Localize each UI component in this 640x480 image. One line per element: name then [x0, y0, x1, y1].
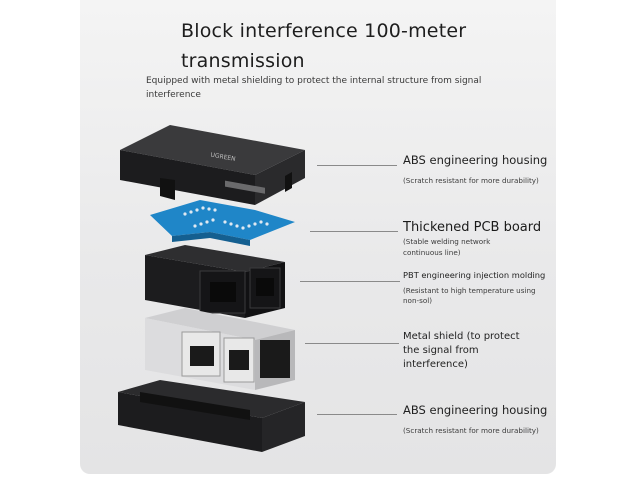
callout-pbt-note-1: (Resistant to high temperature using	[403, 286, 536, 295]
callout-pbt-note-2: non-sol)	[403, 296, 433, 305]
bottom-housing	[118, 380, 305, 452]
subtitle-line-1: Equipped with metal shielding to protect…	[146, 76, 482, 86]
title-line-2: transmission	[181, 50, 305, 72]
leader-line-pcb	[310, 231, 398, 232]
pbt-jack-block	[145, 245, 285, 318]
callout-pcb-note-1: (Stable welding network	[403, 237, 491, 246]
callout-shield-label-1: Metal shield (to protect	[403, 331, 520, 342]
pcb-board	[150, 200, 295, 246]
leader-line-top-housing	[317, 165, 397, 166]
callout-pcb-label: Thickened PCB board	[403, 220, 542, 235]
title-line-1: Block interference 100-meter	[181, 20, 467, 42]
leader-line-pbt	[300, 281, 400, 282]
callout-bottom-housing-note: (Scratch resistant for more durability)	[403, 426, 539, 435]
logo-text: UGREEN	[210, 152, 236, 163]
callout-shield-label-2: the signal from	[403, 345, 479, 356]
leader-line-bottom-housing	[317, 414, 397, 415]
metal-shield-block	[145, 308, 295, 390]
subtitle-line-2: interference	[146, 90, 201, 100]
callout-top-housing-note: (Scratch resistant for more durability)	[403, 176, 539, 185]
leader-line-metal-shield	[305, 343, 399, 344]
callout-top-housing-label: ABS engineering housing	[403, 153, 548, 167]
callout-shield-label-3: interference)	[403, 359, 468, 370]
callout-pcb-note-2: continuous line)	[403, 248, 461, 257]
callout-pbt-label: PBT engineering injection molding	[403, 270, 546, 280]
callout-bottom-housing-label: ABS engineering housing	[403, 403, 548, 417]
top-housing	[120, 125, 305, 205]
